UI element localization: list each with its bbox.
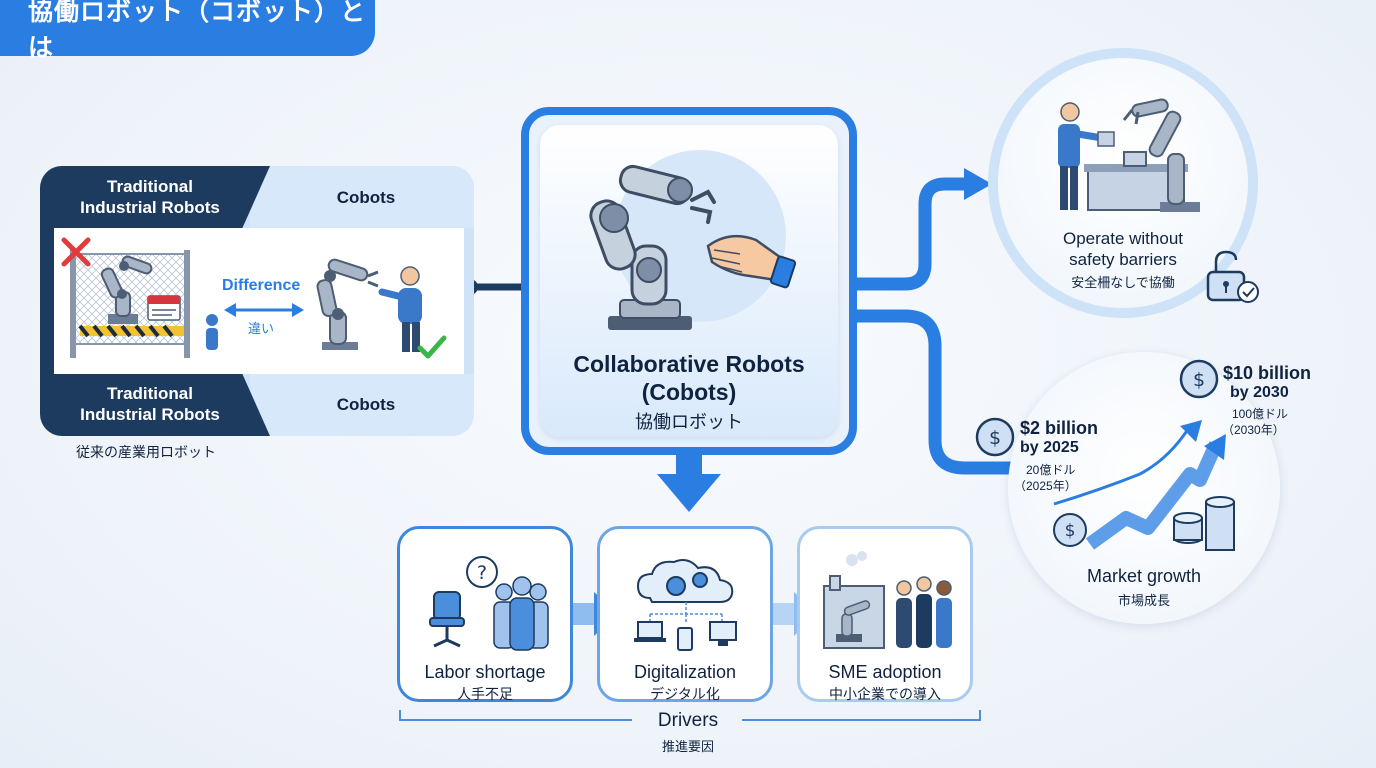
year-2030: by 2030 bbox=[1230, 384, 1289, 401]
difference-jp: 違い bbox=[248, 321, 275, 336]
year-2030-jp: （2030年） bbox=[1222, 423, 1285, 437]
center-subtitle: 協働ロボット bbox=[635, 412, 743, 432]
svg-text:$: $ bbox=[1065, 521, 1076, 541]
market-title: Market growth bbox=[1086, 566, 1202, 586]
year-2025-jp: （2025年） bbox=[1014, 479, 1077, 493]
svg-text:?: ? bbox=[477, 562, 487, 584]
page-title: 協働ロボット（コボット）とは bbox=[0, 0, 375, 62]
caged-robot-illustration bbox=[61, 237, 218, 358]
traditional-header-bottom bbox=[40, 374, 270, 436]
growth-chart-icon: $ bbox=[1053, 420, 1235, 551]
safety-subtitle: 安全柵なしで協働 bbox=[1071, 275, 1175, 290]
unlocked-padlock-icon bbox=[1206, 250, 1259, 303]
driver-jp-labor: 人手不足 bbox=[457, 686, 513, 702]
digitalization-icon bbox=[634, 559, 737, 651]
driver-title-labor: Labor shortage bbox=[424, 662, 546, 682]
labor-shortage-icon: ? bbox=[429, 556, 549, 651]
comparison-left-strip bbox=[40, 228, 54, 374]
driver-jp-digital: デジタル化 bbox=[650, 686, 720, 702]
cobots-header-top bbox=[250, 166, 474, 228]
svg-text:$: $ bbox=[989, 427, 1001, 449]
safety-title: Operate without safety barriers bbox=[1062, 229, 1183, 269]
dollar-coin-icon: $ bbox=[975, 417, 1015, 457]
worker-robot-icon bbox=[1058, 98, 1200, 212]
traditional-label-bottom: Traditional Industrial Robots bbox=[80, 384, 220, 424]
market-subtitle: 市場成長 bbox=[1117, 593, 1170, 608]
value-2025-jp: 20億ドル bbox=[1026, 463, 1076, 477]
market-circle bbox=[1008, 352, 1280, 624]
value-2030-jp: 100億ドル bbox=[1232, 407, 1289, 421]
cobot-handshake-icon bbox=[589, 150, 797, 330]
dollar-coin-icon: $ bbox=[1179, 359, 1219, 399]
cobots-header-bottom bbox=[250, 374, 474, 436]
double-arrow-icon bbox=[224, 303, 304, 317]
drivers-label: Drivers bbox=[657, 710, 719, 731]
comparison-caption: 従来の産業用ロボット bbox=[76, 444, 216, 460]
cobot-worker-illustration bbox=[316, 258, 447, 359]
year-2025: by 2025 bbox=[1020, 439, 1079, 456]
drivers-label-jp: 推進要因 bbox=[661, 739, 714, 754]
driver-title-sme: SME adoption bbox=[828, 662, 942, 682]
driver-title-digital: Digitalization bbox=[633, 662, 737, 682]
cobots-label-bottom: Cobots bbox=[336, 395, 396, 414]
svg-text:$: $ bbox=[1193, 369, 1205, 391]
value-2030: $10 billion bbox=[1223, 363, 1312, 383]
traditional-label-top: Traditional Industrial Robots bbox=[80, 177, 220, 217]
center-title: Collaborative Robots (Cobots) bbox=[573, 351, 805, 405]
driver-jp-sme: 中小企業での導入 bbox=[829, 686, 941, 702]
sme-adoption-icon bbox=[823, 551, 952, 649]
value-2025: $2 billion bbox=[1020, 418, 1099, 438]
traditional-header-top bbox=[40, 166, 270, 228]
difference-label: Difference bbox=[222, 277, 301, 294]
cobots-label-top: Cobots bbox=[336, 188, 396, 207]
